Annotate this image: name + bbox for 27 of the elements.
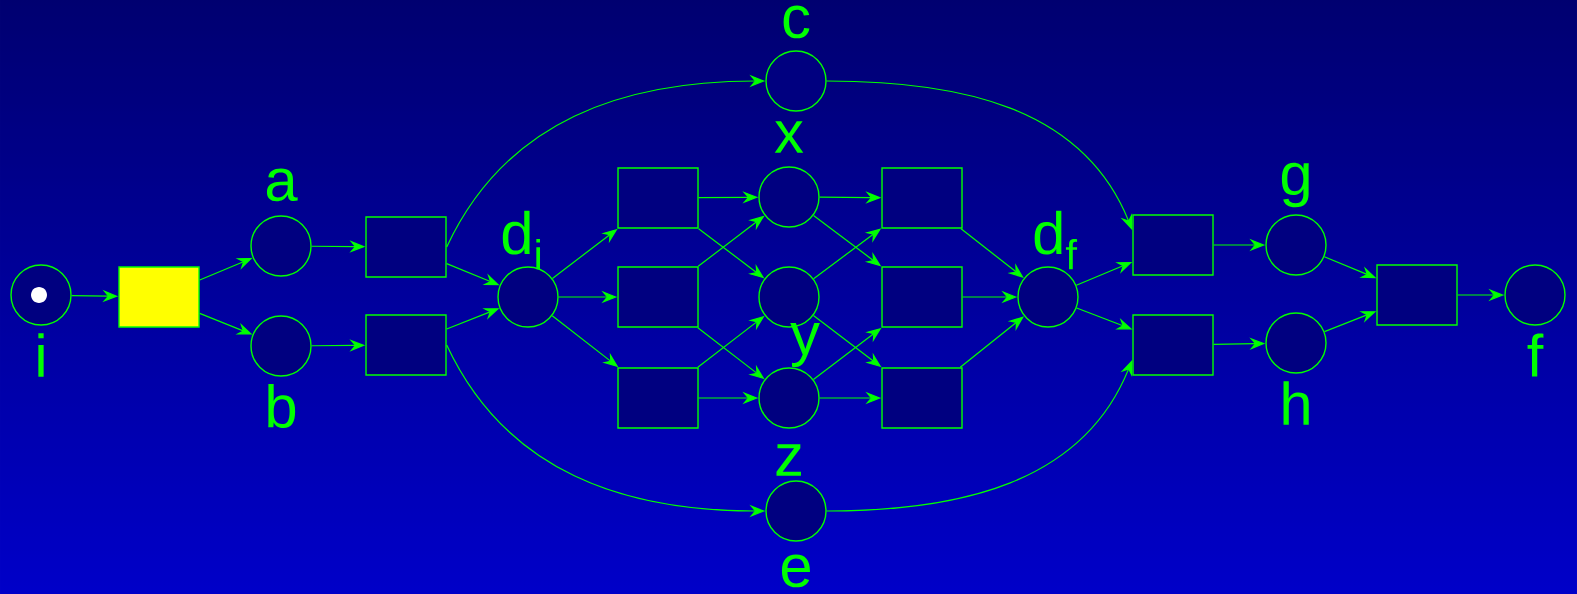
transition-box xyxy=(617,266,699,328)
transition-box xyxy=(118,266,200,328)
transition-box xyxy=(881,266,963,328)
place-label: y xyxy=(790,323,820,367)
transition-box xyxy=(881,367,963,429)
place-circle xyxy=(758,166,820,228)
transition-box xyxy=(365,314,447,376)
transition-box xyxy=(617,167,699,229)
place-label: d$_{i}$ xyxy=(502,210,540,270)
place-circle xyxy=(758,367,820,429)
transition-box xyxy=(617,367,699,429)
place-label: z xyxy=(776,444,801,476)
place-label: b xyxy=(268,384,296,428)
transition-box xyxy=(881,167,963,229)
place-label: f xyxy=(1527,333,1544,377)
place-label: h xyxy=(1283,381,1309,425)
place-label: g xyxy=(1281,162,1309,208)
transition-box xyxy=(1132,314,1214,376)
transition-box xyxy=(1376,264,1458,326)
transition-box xyxy=(365,216,447,278)
place-label: e xyxy=(781,554,810,588)
place-label: d$_{f}$ xyxy=(1034,210,1078,270)
transition-box xyxy=(1132,214,1214,276)
place-label: a xyxy=(266,168,298,202)
place-label: c xyxy=(783,5,810,39)
place-label: x xyxy=(774,121,804,153)
place-label: i xyxy=(38,333,44,377)
